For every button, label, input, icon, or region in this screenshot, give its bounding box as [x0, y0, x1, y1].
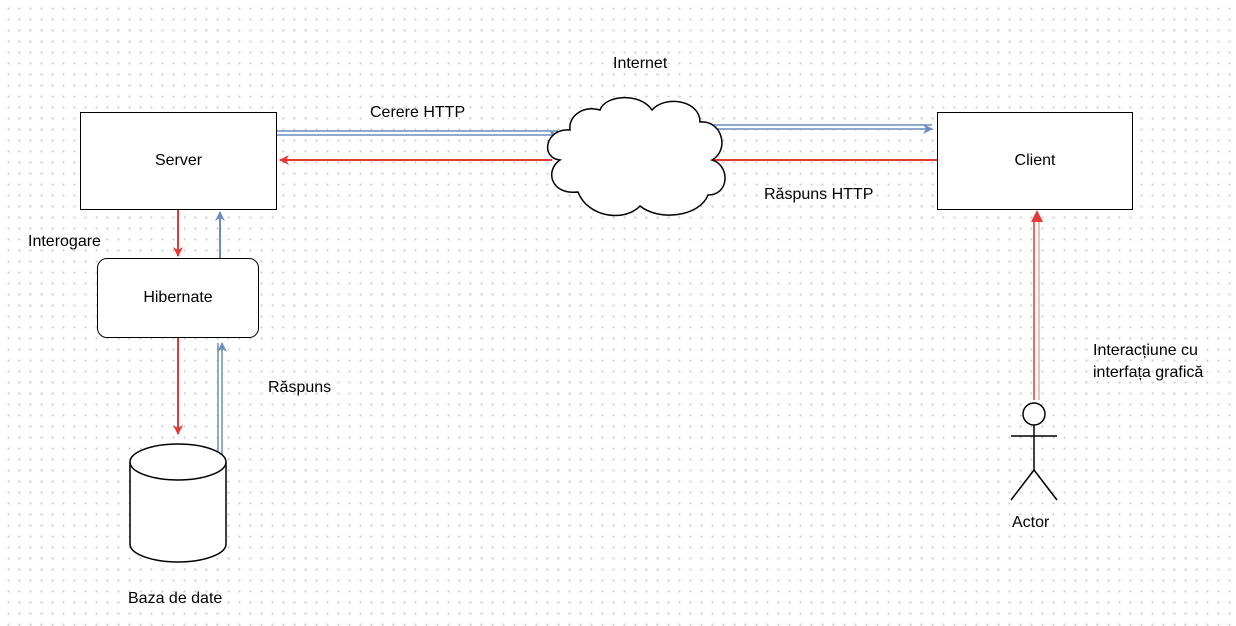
hibernate-node[interactable]: Hibernate [97, 258, 259, 338]
server-label: Server [154, 152, 203, 169]
database-cylinder-icon [129, 443, 227, 563]
internet-label: Internet [613, 55, 668, 72]
response-http-label: Răspuns HTTP [764, 186, 874, 203]
request-label: Cerere HTTP [370, 104, 466, 121]
response-label: Răspuns [268, 379, 332, 396]
server-node[interactable]: Server [80, 112, 277, 210]
database-label: Baza de date [128, 590, 223, 607]
interaction-label-line1: Interacțiune cu [1093, 342, 1198, 359]
client-node[interactable]: Client [937, 112, 1133, 210]
request-arrow-server-to-internet [277, 130, 559, 140]
interaction-label: Interacțiune cu interfața grafică [1093, 340, 1203, 384]
client-label: Client [1014, 152, 1056, 169]
interaction-arrow-actor-to-client [1031, 210, 1043, 400]
actor-label: Actor [1012, 514, 1050, 531]
hibernate-label: Hibernate [143, 289, 213, 306]
cloud-icon [546, 96, 726, 217]
interaction-label-line2: interfața grafică [1093, 364, 1204, 381]
stick-figure-icon [1010, 402, 1058, 501]
query-label: Interogare [28, 233, 101, 250]
response-arrow-database-to-hibernate [217, 342, 227, 455]
request-arrow-internet-to-client [705, 124, 933, 134]
